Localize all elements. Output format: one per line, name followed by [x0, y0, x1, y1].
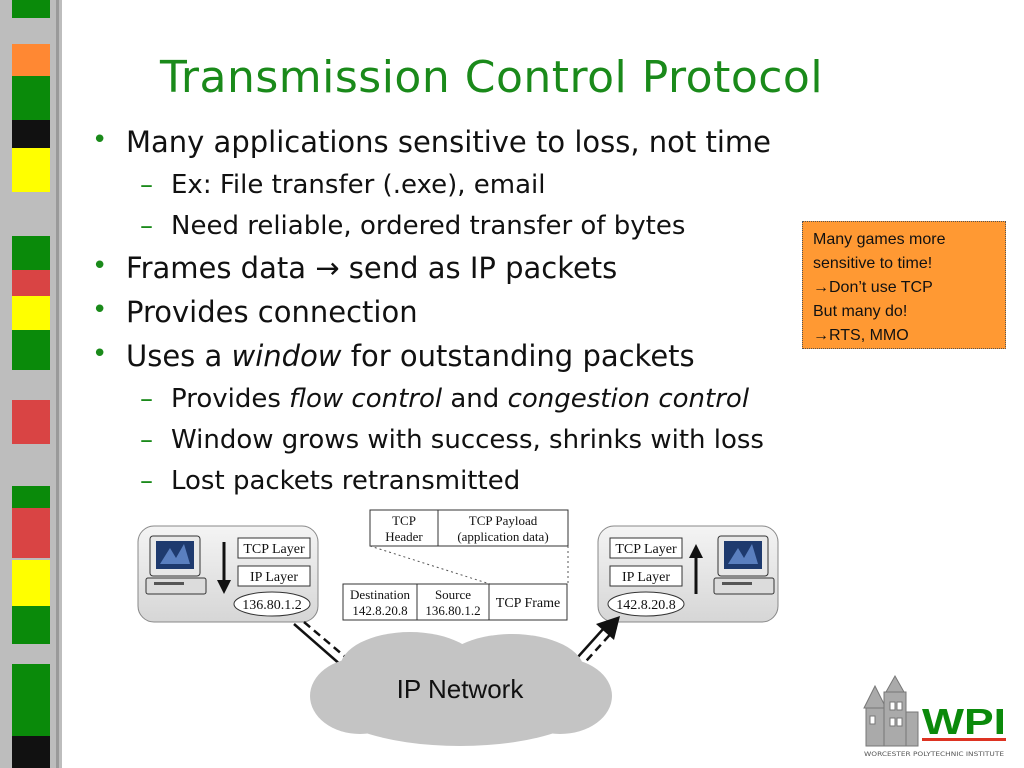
sub-bullet-dash: –	[140, 211, 153, 241]
stripe-bar	[12, 508, 50, 558]
down-arrow-head	[217, 580, 231, 594]
frame-source-value: 136.80.1.2	[425, 603, 480, 618]
sub-bullet-text: Ex: File transfer (.exe), email	[171, 170, 546, 200]
bullet-text: Uses a	[126, 339, 232, 373]
decorative-stripe	[0, 0, 62, 768]
sub-bullet-dash: –	[140, 466, 153, 496]
sub-bullet-emphasis: flow control	[289, 384, 443, 414]
sub-bullet-dash: –	[140, 425, 153, 455]
ip-layer-label: IP Layer	[622, 570, 670, 585]
note-line: Many games more	[813, 231, 946, 248]
stripe-bar	[12, 400, 50, 444]
stripe-bar	[12, 560, 50, 606]
bullet-text: Frames data	[126, 251, 307, 285]
right-host: TCP Layer IP Layer 142.8.20.8	[597, 525, 779, 623]
note-line: →Don’t use TCP	[813, 279, 933, 296]
frame-destination-value: 142.8.20.8	[352, 603, 407, 618]
logo-underline	[922, 738, 1006, 741]
left-host: TCP Layer IP Layer 136.80.1.2	[137, 525, 319, 623]
sub-bullet-text: Need reliable, ordered transfer of bytes	[171, 211, 686, 241]
sub-bullet-item: – Ex: File transfer (.exe), email	[90, 166, 771, 207]
note-line: But many do!	[813, 303, 908, 320]
building-icon	[863, 674, 919, 747]
stripe-divider	[56, 0, 59, 768]
stripe-bar	[12, 736, 50, 768]
logo-text: WPI	[922, 701, 1006, 742]
network-label: IP Network	[397, 674, 525, 704]
sub-bullet-item: – Provides flow control and congestion c…	[90, 380, 771, 421]
stripe-bar	[12, 664, 50, 736]
ip-network-cloud: IP Network	[310, 632, 612, 746]
computer-icon	[713, 535, 775, 595]
stripe-bar	[12, 120, 50, 148]
sub-bullet-text: and	[442, 384, 508, 414]
encapsulation-dotted-line	[369, 545, 491, 585]
stripe-bar	[12, 296, 50, 330]
segment-payload-label: TCP Payload	[469, 513, 538, 528]
bullet-text: send as IP packets	[339, 251, 618, 285]
segment-header-label: TCP	[392, 513, 416, 528]
slide-title: Transmission Control Protocol	[160, 52, 824, 103]
sub-bullet-text: Lost packets retransmitted	[171, 466, 521, 496]
bullet-item: • Uses a window for outstanding packets	[90, 336, 771, 380]
frame-destination-label: Destination	[350, 587, 410, 602]
bullet-item: • Provides connection	[90, 292, 771, 336]
bullet-list: • Many applications sensitive to loss, n…	[90, 122, 771, 503]
bullet-item: • Frames data → send as IP packets	[90, 248, 771, 292]
up-arrow-head	[689, 544, 703, 558]
computer-icon	[145, 535, 207, 595]
bullet-dot: •	[92, 339, 108, 369]
sub-bullet-emphasis: congestion control	[507, 384, 750, 414]
host-address: 136.80.1.2	[242, 598, 302, 613]
tcp-layer-label: TCP Layer	[243, 542, 305, 557]
ip-layer-label: IP Layer	[250, 570, 298, 585]
tcp-frame: Destination 142.8.20.8 Source 136.80.1.2…	[342, 583, 568, 621]
stripe-bar	[12, 486, 50, 508]
stripe-bar	[12, 148, 50, 192]
bullet-text: Many applications sensitive to loss, not…	[126, 125, 772, 159]
sub-bullet-item: – Window grows with success, shrinks wit…	[90, 421, 771, 462]
sub-bullet-item: – Need reliable, ordered transfer of byt…	[90, 207, 771, 248]
wpi-logo: WPI WORCESTER POLYTECHNIC INSTITUTE	[863, 674, 1006, 758]
tcp-segment: TCP Header TCP Payload (application data…	[369, 509, 569, 547]
bullet-dot: •	[92, 251, 108, 281]
note-line: sensitive to time!	[813, 255, 933, 272]
bullet-dot: •	[92, 295, 108, 325]
bullet-text: for outstanding packets	[341, 339, 695, 373]
callout-note: Many games more sensitive to time! →Don’…	[802, 221, 1006, 349]
tcp-layer-label: TCP Layer	[615, 542, 677, 557]
sub-bullet-item: – Lost packets retransmitted	[90, 462, 771, 503]
logo-subtitle: WORCESTER POLYTECHNIC INSTITUTE	[864, 751, 1004, 758]
bullet-emphasis: window	[231, 339, 342, 373]
frame-label: TCP Frame	[496, 596, 560, 611]
frame-source-label: Source	[435, 587, 471, 602]
tcp-network-diagram: TCP Layer IP Layer 136.80.1.2 TCP Layer …	[137, 509, 779, 746]
stripe-bar	[12, 76, 50, 120]
bullet-text: Provides connection	[126, 295, 418, 329]
note-line: →RTS, MMO	[813, 327, 909, 344]
stripe-bar	[12, 44, 50, 76]
sub-bullet-text: Provides	[171, 384, 290, 414]
stripe-bar	[12, 236, 50, 270]
stripe-bar	[12, 330, 50, 370]
bullet-item: • Many applications sensitive to loss, n…	[90, 122, 771, 166]
host-address: 142.8.20.8	[616, 598, 676, 613]
stripe-bar	[12, 0, 50, 18]
segment-payload-label: (application data)	[457, 529, 548, 544]
bullet-dot: •	[92, 125, 108, 155]
sub-bullet-text: Window grows with success, shrinks with …	[171, 425, 764, 455]
stripe-bar	[12, 606, 50, 644]
arrow-icon: →	[315, 251, 340, 285]
sub-bullet-dash: –	[140, 170, 153, 200]
sub-bullet-dash: –	[140, 384, 153, 414]
segment-header-label: Header	[385, 529, 423, 544]
stripe-bar	[12, 270, 50, 296]
